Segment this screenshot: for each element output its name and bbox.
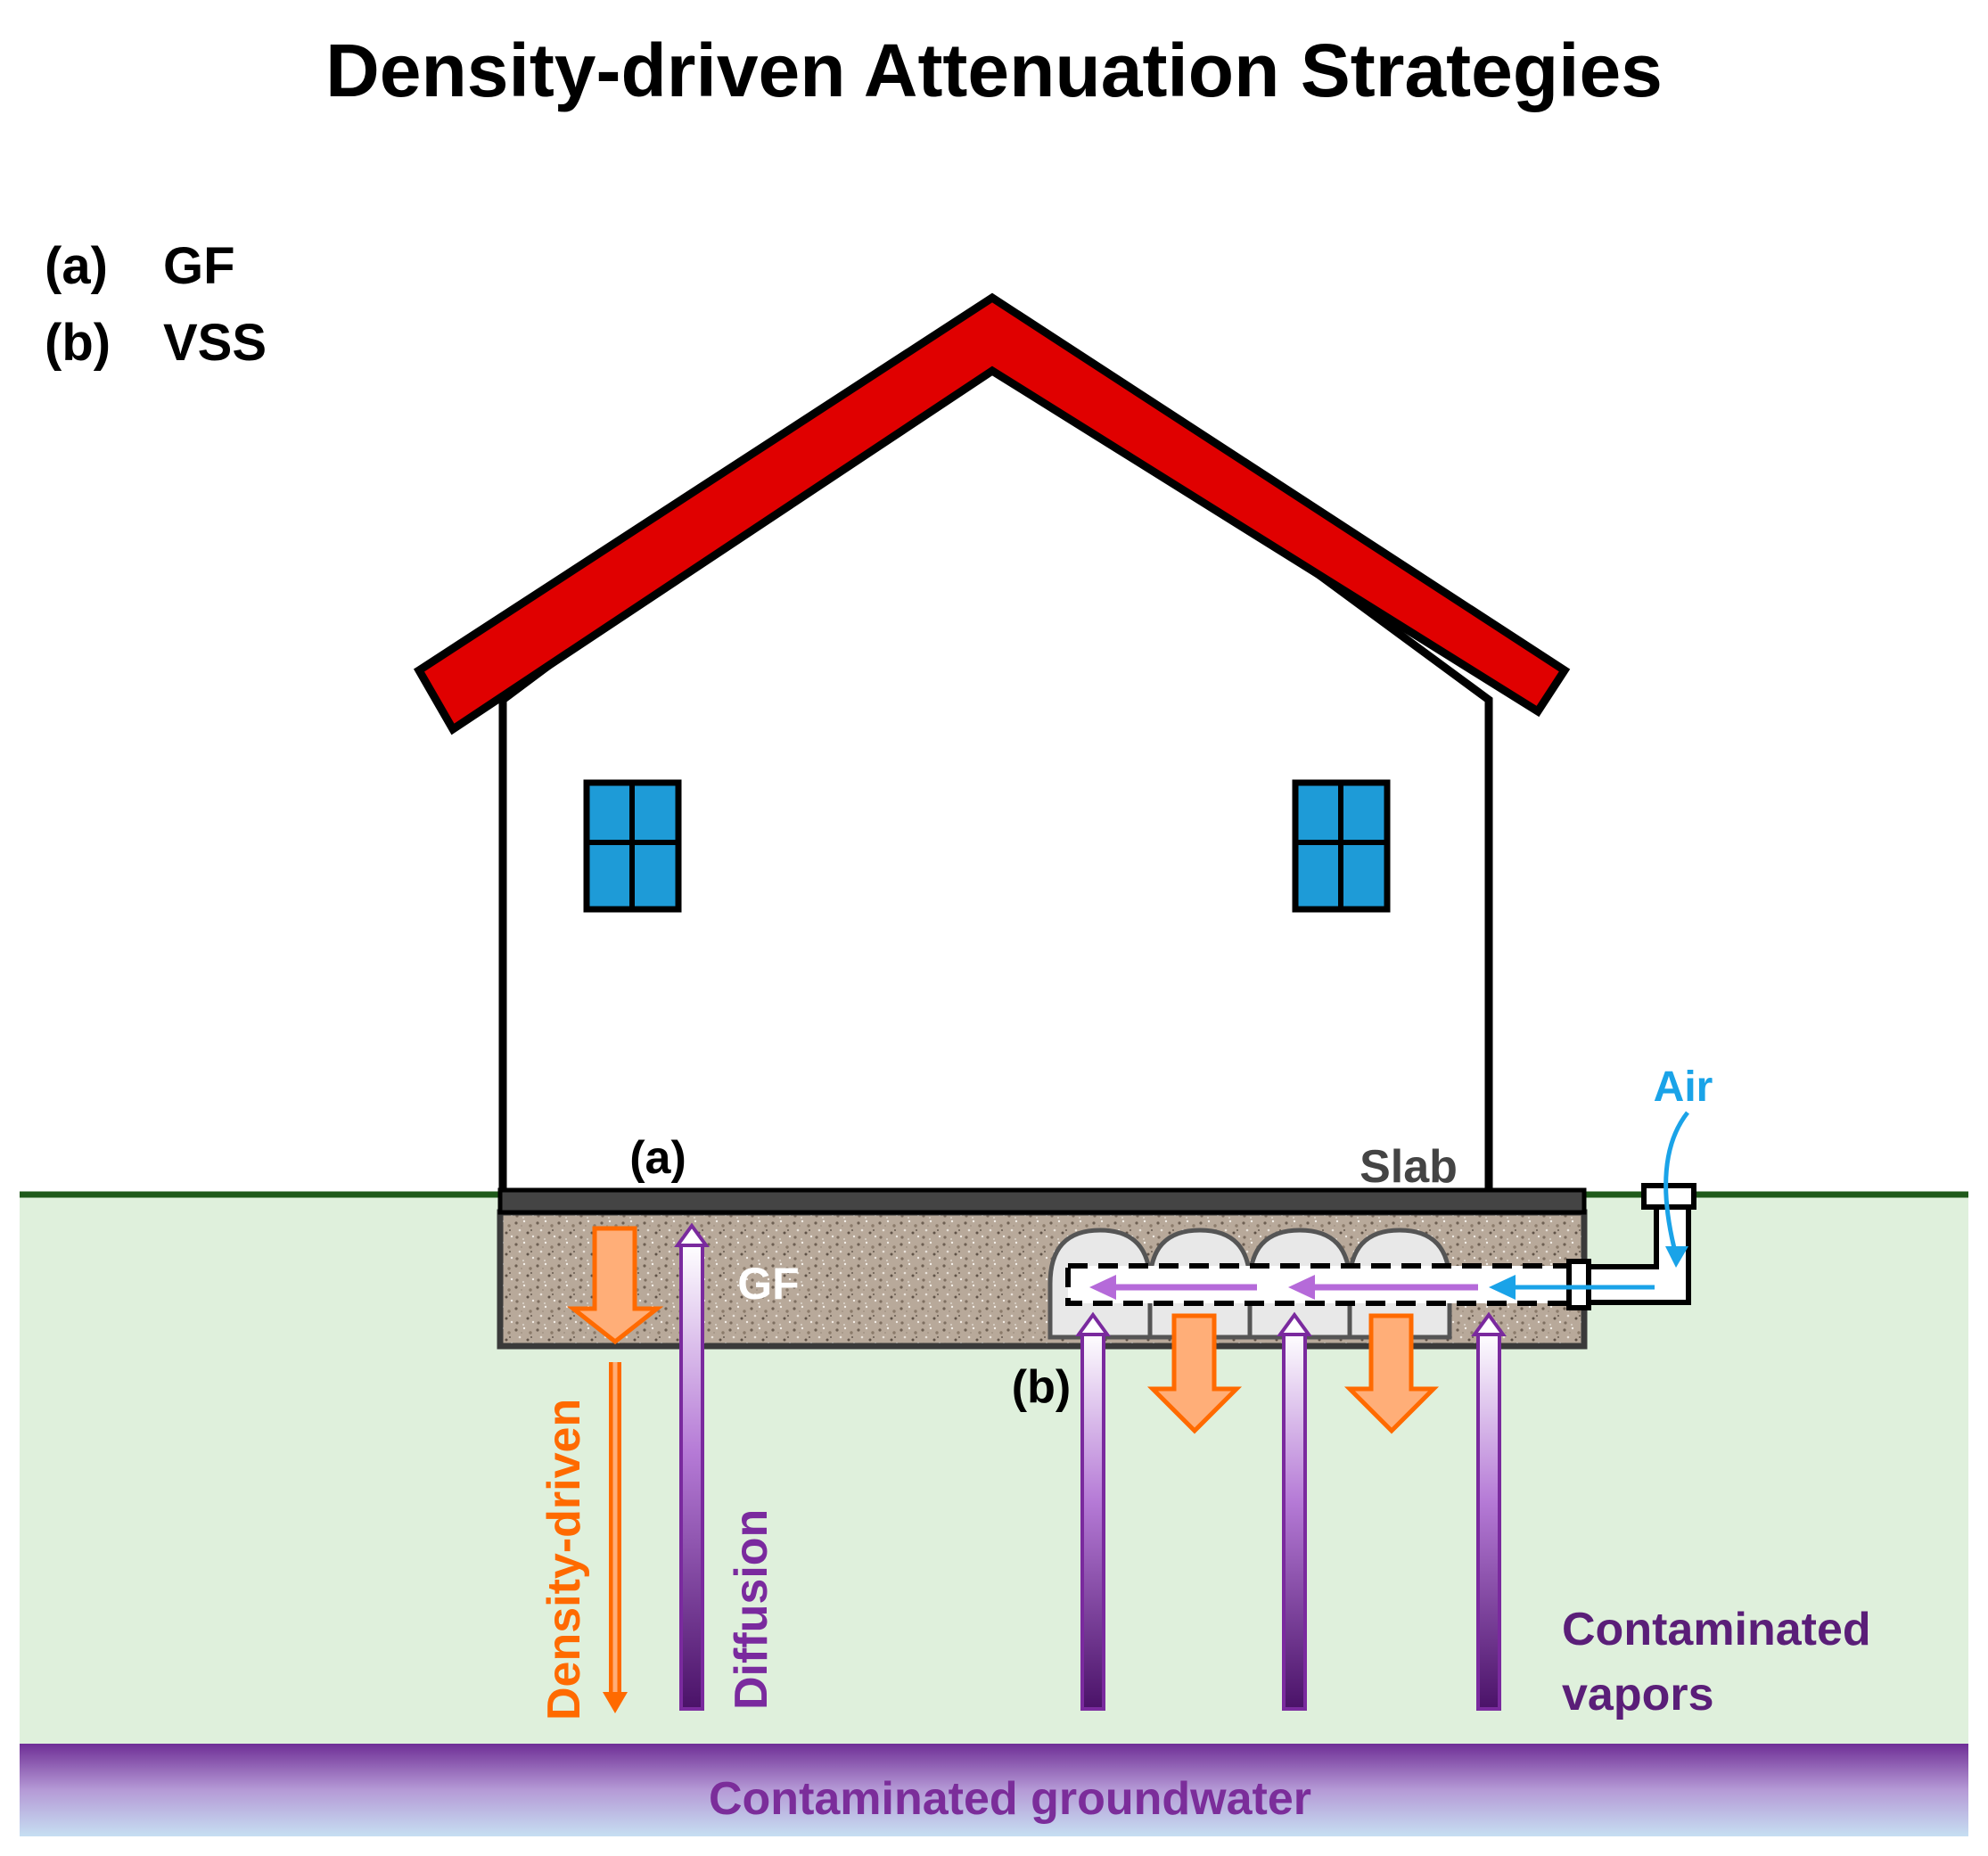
vss-diffusion-arrow [1075, 1311, 1111, 1711]
air-inflow-arrowhead [1665, 1246, 1688, 1268]
legend-label-vss: VSS [163, 314, 267, 372]
page-title: Density-driven Attenuation Strategies [325, 29, 1663, 112]
air-flow-arrowhead [1489, 1275, 1516, 1300]
density-driven-arrowhead [603, 1692, 628, 1713]
contaminated-vapors-label-line2: vapors [1562, 1669, 1714, 1720]
contaminated-vapors-label-line1: Contaminated [1562, 1604, 1871, 1655]
air-inflow-arrow [1664, 1111, 1689, 1256]
diffusion-arrow [674, 1222, 710, 1711]
window-icon [583, 779, 682, 913]
window-icon [1292, 779, 1391, 913]
legend-key-b: (b) [45, 314, 111, 372]
legend-key-a: (a) [45, 237, 108, 295]
density-driven-label: Density-driven [538, 1399, 590, 1720]
gf-label: GF [737, 1259, 799, 1309]
roof [413, 292, 1571, 735]
gf-density-arrow [566, 1226, 664, 1345]
air-label: Air [1654, 1064, 1713, 1111]
legend-label-gf: GF [163, 237, 235, 295]
house-icon [413, 292, 1571, 1199]
slab [497, 1187, 1587, 1215]
vss-diffusion-arrow [1277, 1311, 1312, 1711]
vss-diffusion-arrow [1471, 1311, 1507, 1711]
slab-label: Slab [1360, 1141, 1458, 1193]
vapor-lateral-arrows [1089, 1275, 1478, 1300]
vss-density-arrows [1146, 1313, 1440, 1434]
groundwater-band [20, 1744, 1968, 1836]
diffusion-label: Diffusion [726, 1509, 777, 1710]
marker-b: (b) [1012, 1361, 1071, 1413]
marker-a: (a) [629, 1132, 686, 1184]
groundwater-label: Contaminated groundwater [709, 1773, 1311, 1825]
